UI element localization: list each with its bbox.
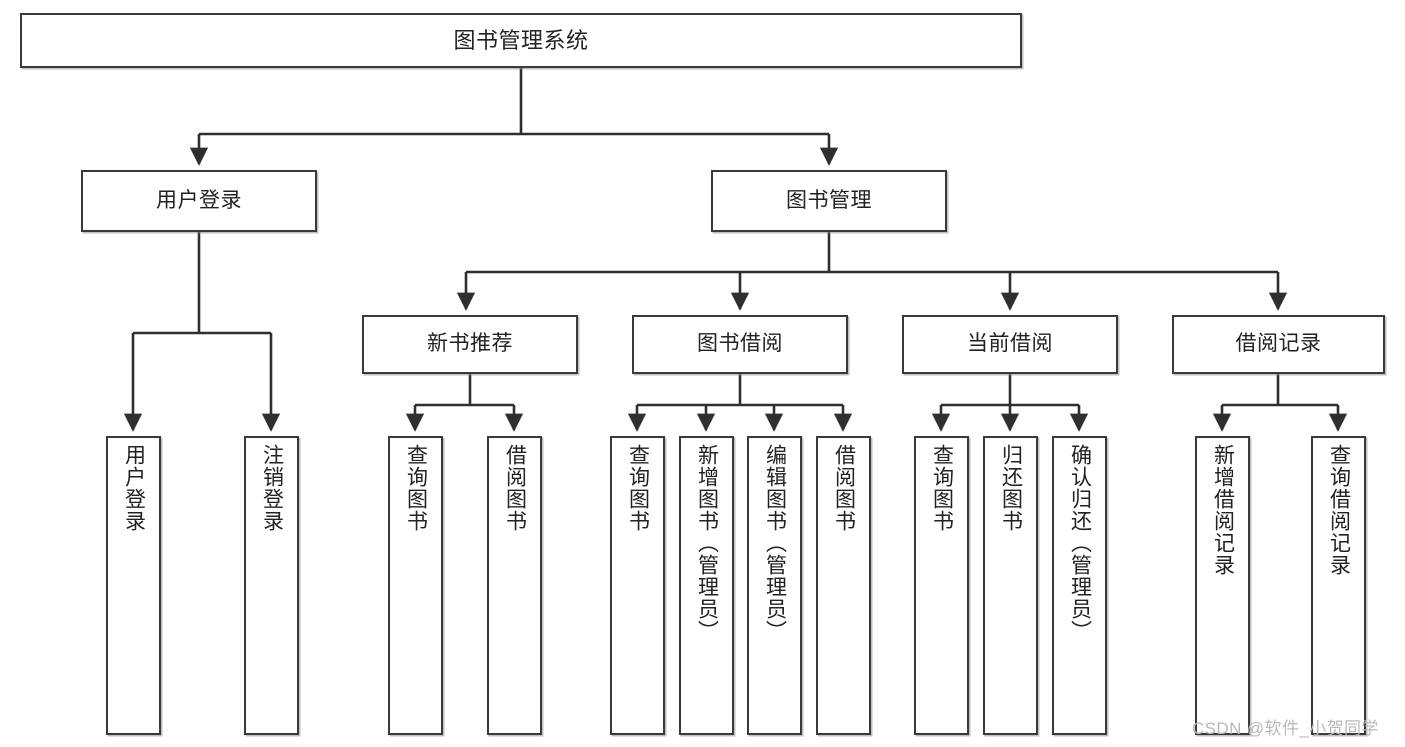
node-leaf-add-record-label: 新增借阅记录 — [1211, 444, 1235, 576]
node-leaf-borrow-book-1[interactable]: 借阅图书 — [487, 436, 542, 735]
node-leaf-borrow-book-2[interactable]: 借阅图书 — [816, 436, 871, 735]
node-leaf-query-book-3-label: 查询图书 — [930, 444, 954, 532]
node-leaf-borrow-book-1-label: 借阅图书 — [503, 444, 527, 532]
node-user-login-label: 用户登录 — [156, 188, 242, 212]
node-leaf-borrow-book-2-label: 借阅图书 — [832, 444, 856, 532]
node-root[interactable]: 图书管理系统 — [20, 13, 1022, 68]
node-leaf-edit-book[interactable]: 编辑图书（管理员） — [747, 436, 802, 735]
node-leaf-confirm-return[interactable]: 确认归还（管理员） — [1052, 436, 1107, 735]
node-leaf-return-book-label: 归还图书 — [999, 444, 1023, 532]
node-new-book-recommend-label: 新书推荐 — [427, 332, 513, 356]
node-leaf-query-book-3[interactable]: 查询图书 — [914, 436, 969, 735]
node-leaf-edit-book-label: 编辑图书（管理员） — [763, 444, 787, 642]
node-leaf-query-book-2-label: 查询图书 — [626, 444, 650, 532]
node-current-borrow[interactable]: 当前借阅 — [902, 315, 1118, 374]
node-leaf-query-book-1[interactable]: 查询图书 — [388, 436, 443, 735]
node-leaf-query-record-label: 查询借阅记录 — [1327, 444, 1351, 576]
node-book-borrow[interactable]: 图书借阅 — [632, 315, 848, 374]
node-book-borrow-label: 图书借阅 — [697, 332, 783, 356]
node-book-management[interactable]: 图书管理 — [711, 170, 947, 232]
csdn-watermark: CSDN @软件_小贺同学 — [1192, 719, 1379, 738]
node-leaf-user-logout[interactable]: 注销登录 — [244, 436, 299, 735]
node-user-login[interactable]: 用户登录 — [81, 170, 317, 232]
node-root-label: 图书管理系统 — [453, 27, 589, 53]
node-borrow-records[interactable]: 借阅记录 — [1172, 315, 1385, 374]
node-book-management-label: 图书管理 — [786, 188, 872, 212]
node-leaf-query-book-2[interactable]: 查询图书 — [610, 436, 665, 735]
node-leaf-return-book[interactable]: 归还图书 — [983, 436, 1038, 735]
node-new-book-recommend[interactable]: 新书推荐 — [362, 315, 578, 374]
node-leaf-user-login[interactable]: 用户登录 — [106, 436, 161, 735]
node-leaf-add-record[interactable]: 新增借阅记录 — [1195, 436, 1250, 735]
node-borrow-records-label: 借阅记录 — [1235, 332, 1322, 356]
node-leaf-add-book-label: 新增图书（管理员） — [695, 444, 719, 642]
node-leaf-query-record[interactable]: 查询借阅记录 — [1311, 436, 1366, 735]
node-leaf-confirm-return-label: 确认归还（管理员） — [1068, 444, 1092, 642]
node-current-borrow-label: 当前借阅 — [967, 332, 1053, 356]
node-leaf-user-logout-label: 注销登录 — [260, 444, 284, 532]
node-leaf-user-login-label: 用户登录 — [122, 444, 146, 532]
node-leaf-add-book[interactable]: 新增图书（管理员） — [679, 436, 734, 735]
node-leaf-query-book-1-label: 查询图书 — [404, 444, 428, 532]
